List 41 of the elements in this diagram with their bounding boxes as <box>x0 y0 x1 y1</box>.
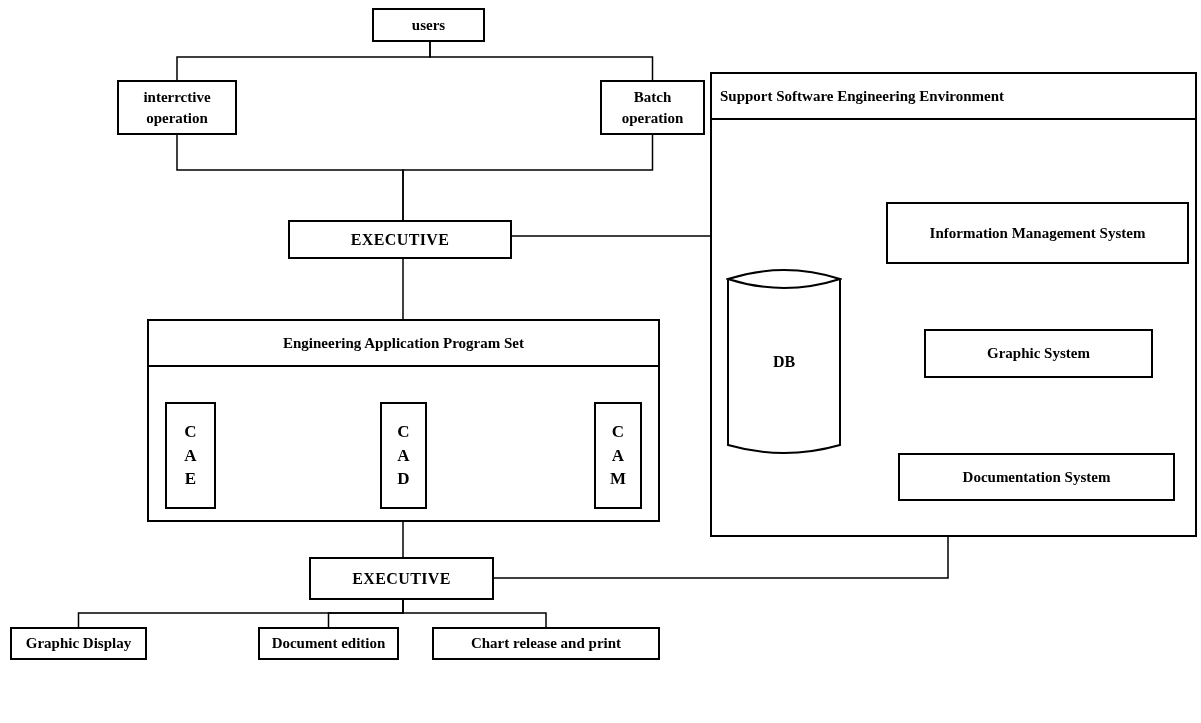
node-label: Information Management System <box>929 223 1146 243</box>
connector-line <box>493 536 949 579</box>
connector-line <box>402 258 404 320</box>
process-box <box>258 627 399 660</box>
panel-title: Support Software Engineering Environment <box>719 86 1006 106</box>
process-box <box>924 329 1153 378</box>
node-label: EXECUTIVE <box>352 568 451 589</box>
node-label: Chart release and print <box>470 634 622 654</box>
process-box <box>432 627 660 660</box>
process-box <box>886 202 1189 264</box>
node-label: Document edition <box>271 634 386 654</box>
connector-line <box>402 134 654 221</box>
node-label: DB <box>772 352 796 372</box>
connector-line <box>402 599 547 628</box>
node-label: CAD <box>396 420 411 491</box>
node-label: CAM <box>609 420 627 491</box>
node-label: users <box>411 15 446 35</box>
module-box <box>380 402 427 509</box>
connector-line <box>429 41 654 81</box>
node-label: CAE <box>183 420 198 491</box>
node-label: Graphic Display <box>25 634 132 654</box>
process-box <box>288 220 512 259</box>
group-panel <box>710 72 1197 537</box>
connector-line <box>511 235 711 237</box>
node-label: Graphic System <box>987 344 1090 364</box>
process-box <box>10 627 147 660</box>
process-box <box>600 80 705 135</box>
connector-line <box>402 521 404 558</box>
node-label: interrctive operation <box>142 87 212 128</box>
group-panel <box>147 319 660 522</box>
node-label: EXECUTIVE <box>350 229 450 250</box>
process-box <box>117 80 237 135</box>
module-box <box>165 402 216 509</box>
process-box <box>898 453 1175 501</box>
process-box <box>372 8 485 42</box>
process-box <box>309 557 494 600</box>
node-label: Batch operation <box>620 87 685 128</box>
panel-title: Engineering Application Program Set <box>282 333 525 353</box>
module-box <box>594 402 642 509</box>
node-label: Documentation System <box>962 467 1111 487</box>
database-cylinder <box>726 267 842 457</box>
